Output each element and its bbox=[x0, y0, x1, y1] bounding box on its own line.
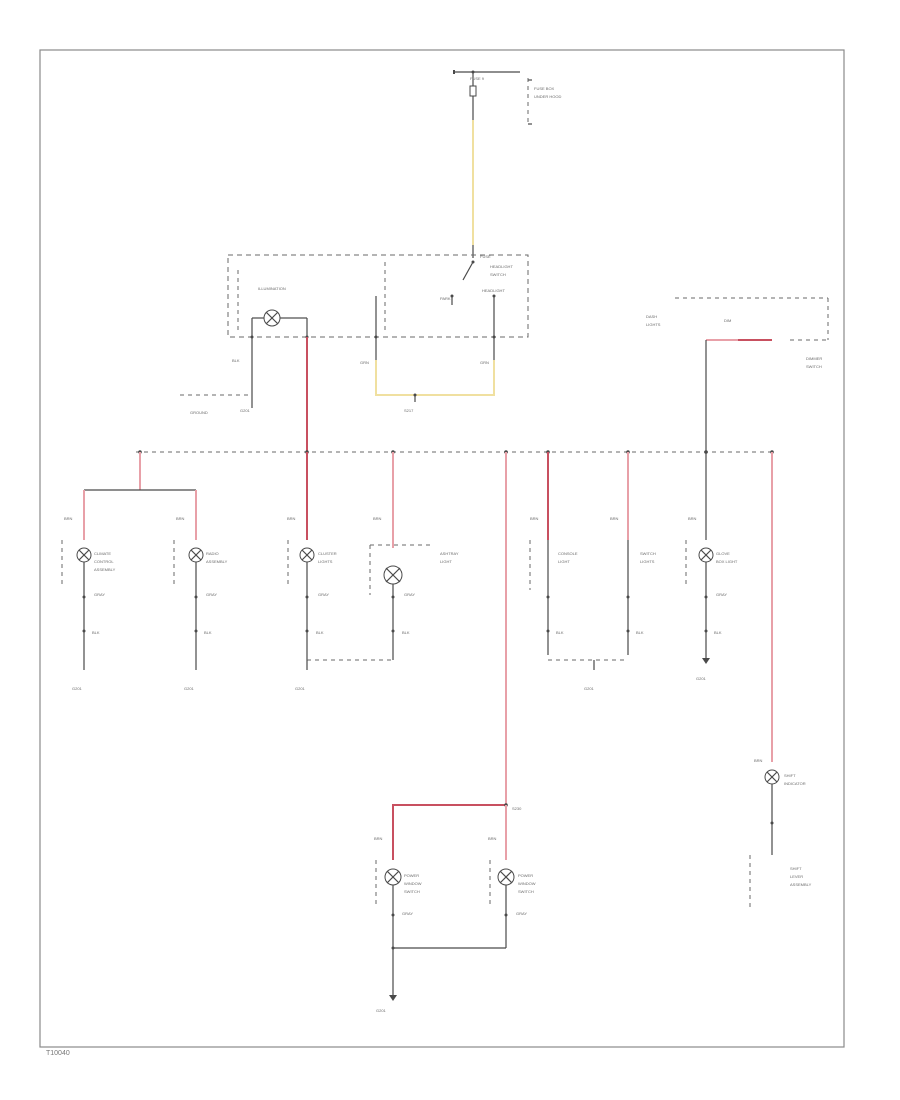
svg-text:POWER: POWER bbox=[518, 873, 533, 878]
svg-text:G201: G201 bbox=[240, 408, 251, 413]
svg-text:SHIFT: SHIFT bbox=[784, 773, 796, 778]
svg-text:WINDOW: WINDOW bbox=[518, 881, 536, 886]
svg-text:BLK: BLK bbox=[402, 630, 410, 635]
svg-text:BLK: BLK bbox=[556, 630, 564, 635]
lower-branch-wire-red bbox=[392, 804, 506, 860]
svg-text:GRAY: GRAY bbox=[404, 592, 415, 597]
svg-text:S230: S230 bbox=[512, 806, 522, 811]
svg-text:FUSE 9: FUSE 9 bbox=[470, 76, 485, 81]
svg-text:GLOVE: GLOVE bbox=[716, 551, 730, 556]
svg-text:GROUND: GROUND bbox=[190, 410, 208, 415]
svg-text:BLK: BLK bbox=[204, 630, 212, 635]
svg-text:G201: G201 bbox=[376, 1008, 387, 1013]
svg-text:RADIO: RADIO bbox=[206, 551, 219, 556]
svg-text:ASSEMBLY: ASSEMBLY bbox=[94, 567, 116, 572]
svg-text:G201: G201 bbox=[295, 686, 306, 691]
svg-text:HEADLIGHT: HEADLIGHT bbox=[482, 288, 505, 293]
svg-text:POWER: POWER bbox=[404, 873, 419, 878]
figure-code: T10040 bbox=[46, 1050, 70, 1057]
svg-text:PARK: PARK bbox=[440, 296, 451, 301]
svg-text:BLK: BLK bbox=[92, 630, 100, 635]
svg-text:BRN: BRN bbox=[610, 516, 619, 521]
lamp-5-console: BRN CONSOLE LIGHT BLK bbox=[529, 452, 578, 655]
svg-text:BLK: BLK bbox=[636, 630, 644, 635]
svg-text:GRN: GRN bbox=[360, 360, 369, 365]
lamp-1-climate-control: BRN CLIMATE CONTROL ASSEMBLY GRAY BLK G2… bbox=[61, 490, 116, 691]
svg-text:SWITCH: SWITCH bbox=[490, 272, 506, 277]
svg-text:DIMMER: DIMMER bbox=[806, 356, 822, 361]
svg-text:GRAY: GRAY bbox=[318, 592, 329, 597]
svg-text:FUSE: FUSE bbox=[480, 254, 491, 259]
lamp-3-cluster: BRN CLUSTER LIGHTS GRAY BLK G201 bbox=[287, 452, 337, 691]
svg-text:BRN: BRN bbox=[374, 836, 383, 841]
svg-text:INDICATOR: INDICATOR bbox=[784, 781, 806, 786]
svg-text:LIGHT: LIGHT bbox=[440, 559, 452, 564]
svg-text:CLIMATE: CLIMATE bbox=[94, 551, 111, 556]
svg-text:SWITCH: SWITCH bbox=[640, 551, 656, 556]
lamp-7-glove-box: BRN GLOVE BOX LIGHT GRAY BLK G201 bbox=[685, 452, 738, 681]
svg-text:SWITCH: SWITCH bbox=[404, 889, 420, 894]
switch-output-terminals: BLK GRN GRN bbox=[232, 335, 496, 400]
lamp-9-door-left: BRN POWER WINDOW SWITCH GRAY G201 bbox=[374, 836, 422, 1013]
svg-text:GRAY: GRAY bbox=[206, 592, 217, 597]
svg-text:ASHTRAY: ASHTRAY bbox=[440, 551, 459, 556]
svg-text:GRAY: GRAY bbox=[516, 911, 527, 916]
svg-text:LEVER: LEVER bbox=[790, 874, 803, 879]
park-feed-wire-yellow bbox=[375, 360, 495, 396]
svg-text:BLK: BLK bbox=[232, 358, 240, 363]
svg-text:ASSEMBLY: ASSEMBLY bbox=[790, 882, 812, 887]
svg-text:SWITCH: SWITCH bbox=[518, 889, 534, 894]
svg-text:CONTROL: CONTROL bbox=[94, 559, 114, 564]
lamp-6-switch: BRN SWITCH LIGHTS BLK bbox=[610, 452, 656, 655]
svg-text:BOX LIGHT: BOX LIGHT bbox=[716, 559, 738, 564]
svg-text:GRN: GRN bbox=[480, 360, 489, 365]
svg-text:LIGHTS: LIGHTS bbox=[646, 322, 661, 327]
diagram-frame bbox=[39, 49, 845, 1048]
svg-text:BLK: BLK bbox=[316, 630, 324, 635]
lamp-8-shifter: BRN SHIFT INDICATOR SHIFT LEVER ASSEMBLY bbox=[749, 758, 812, 910]
svg-text:LIGHTS: LIGHTS bbox=[640, 559, 655, 564]
svg-text:ILLUMINATION: ILLUMINATION bbox=[258, 286, 286, 291]
svg-text:BRN: BRN bbox=[176, 516, 185, 521]
svg-text:BLK: BLK bbox=[714, 630, 722, 635]
svg-text:BRN: BRN bbox=[754, 758, 763, 763]
svg-text:UNDER HOOD: UNDER HOOD bbox=[534, 94, 561, 99]
svg-text:BRN: BRN bbox=[287, 516, 296, 521]
svg-text:BRN: BRN bbox=[688, 516, 697, 521]
svg-text:G201: G201 bbox=[584, 686, 595, 691]
switch-ground: G201 GROUND bbox=[180, 394, 253, 415]
dimmer-control: DIM DASH LIGHTS DIMMER SWITCH bbox=[646, 297, 829, 452]
svg-text:FUSE BOX: FUSE BOX bbox=[534, 86, 555, 91]
headlight-switch-assembly: ILLUMINATION FUSE HEADLIGHT SWITCH PARK … bbox=[227, 254, 529, 338]
lamp-2-radio: BRN RADIO ASSEMBLY GRAY BLK G201 bbox=[173, 490, 228, 691]
lamp-4-ashtray: BRN ASHTRAY LIGHT GRAY BLK bbox=[369, 452, 459, 660]
svg-text:GRAY: GRAY bbox=[94, 592, 105, 597]
svg-text:GRAY: GRAY bbox=[716, 592, 727, 597]
svg-text:BRN: BRN bbox=[530, 516, 539, 521]
lamp-10-door-right: BRN POWER WINDOW SWITCH GRAY bbox=[488, 836, 536, 948]
svg-text:GRAY: GRAY bbox=[402, 911, 413, 916]
svg-text:CONSOLE: CONSOLE bbox=[558, 551, 578, 556]
svg-text:BRN: BRN bbox=[373, 516, 382, 521]
svg-text:LIGHTS: LIGHTS bbox=[318, 559, 333, 564]
svg-text:G201: G201 bbox=[696, 676, 707, 681]
svg-text:HEADLIGHT: HEADLIGHT bbox=[490, 264, 513, 269]
svg-text:DASH: DASH bbox=[646, 314, 657, 319]
svg-text:LIGHT: LIGHT bbox=[558, 559, 570, 564]
svg-text:SHIFT: SHIFT bbox=[790, 866, 802, 871]
svg-text:SWITCH: SWITCH bbox=[806, 364, 822, 369]
svg-text:S217: S217 bbox=[404, 408, 414, 413]
svg-text:ASSEMBLY: ASSEMBLY bbox=[206, 559, 228, 564]
power-source-fuse: FUSE 9 FUSE BOX UNDER HOOD bbox=[453, 70, 561, 126]
svg-text:BRN: BRN bbox=[488, 836, 497, 841]
svg-text:G201: G201 bbox=[184, 686, 195, 691]
svg-text:WINDOW: WINDOW bbox=[404, 881, 422, 886]
svg-text:BRN: BRN bbox=[64, 516, 73, 521]
svg-text:CLUSTER: CLUSTER bbox=[318, 551, 337, 556]
svg-text:DIM: DIM bbox=[724, 318, 731, 323]
svg-text:G201: G201 bbox=[72, 686, 83, 691]
